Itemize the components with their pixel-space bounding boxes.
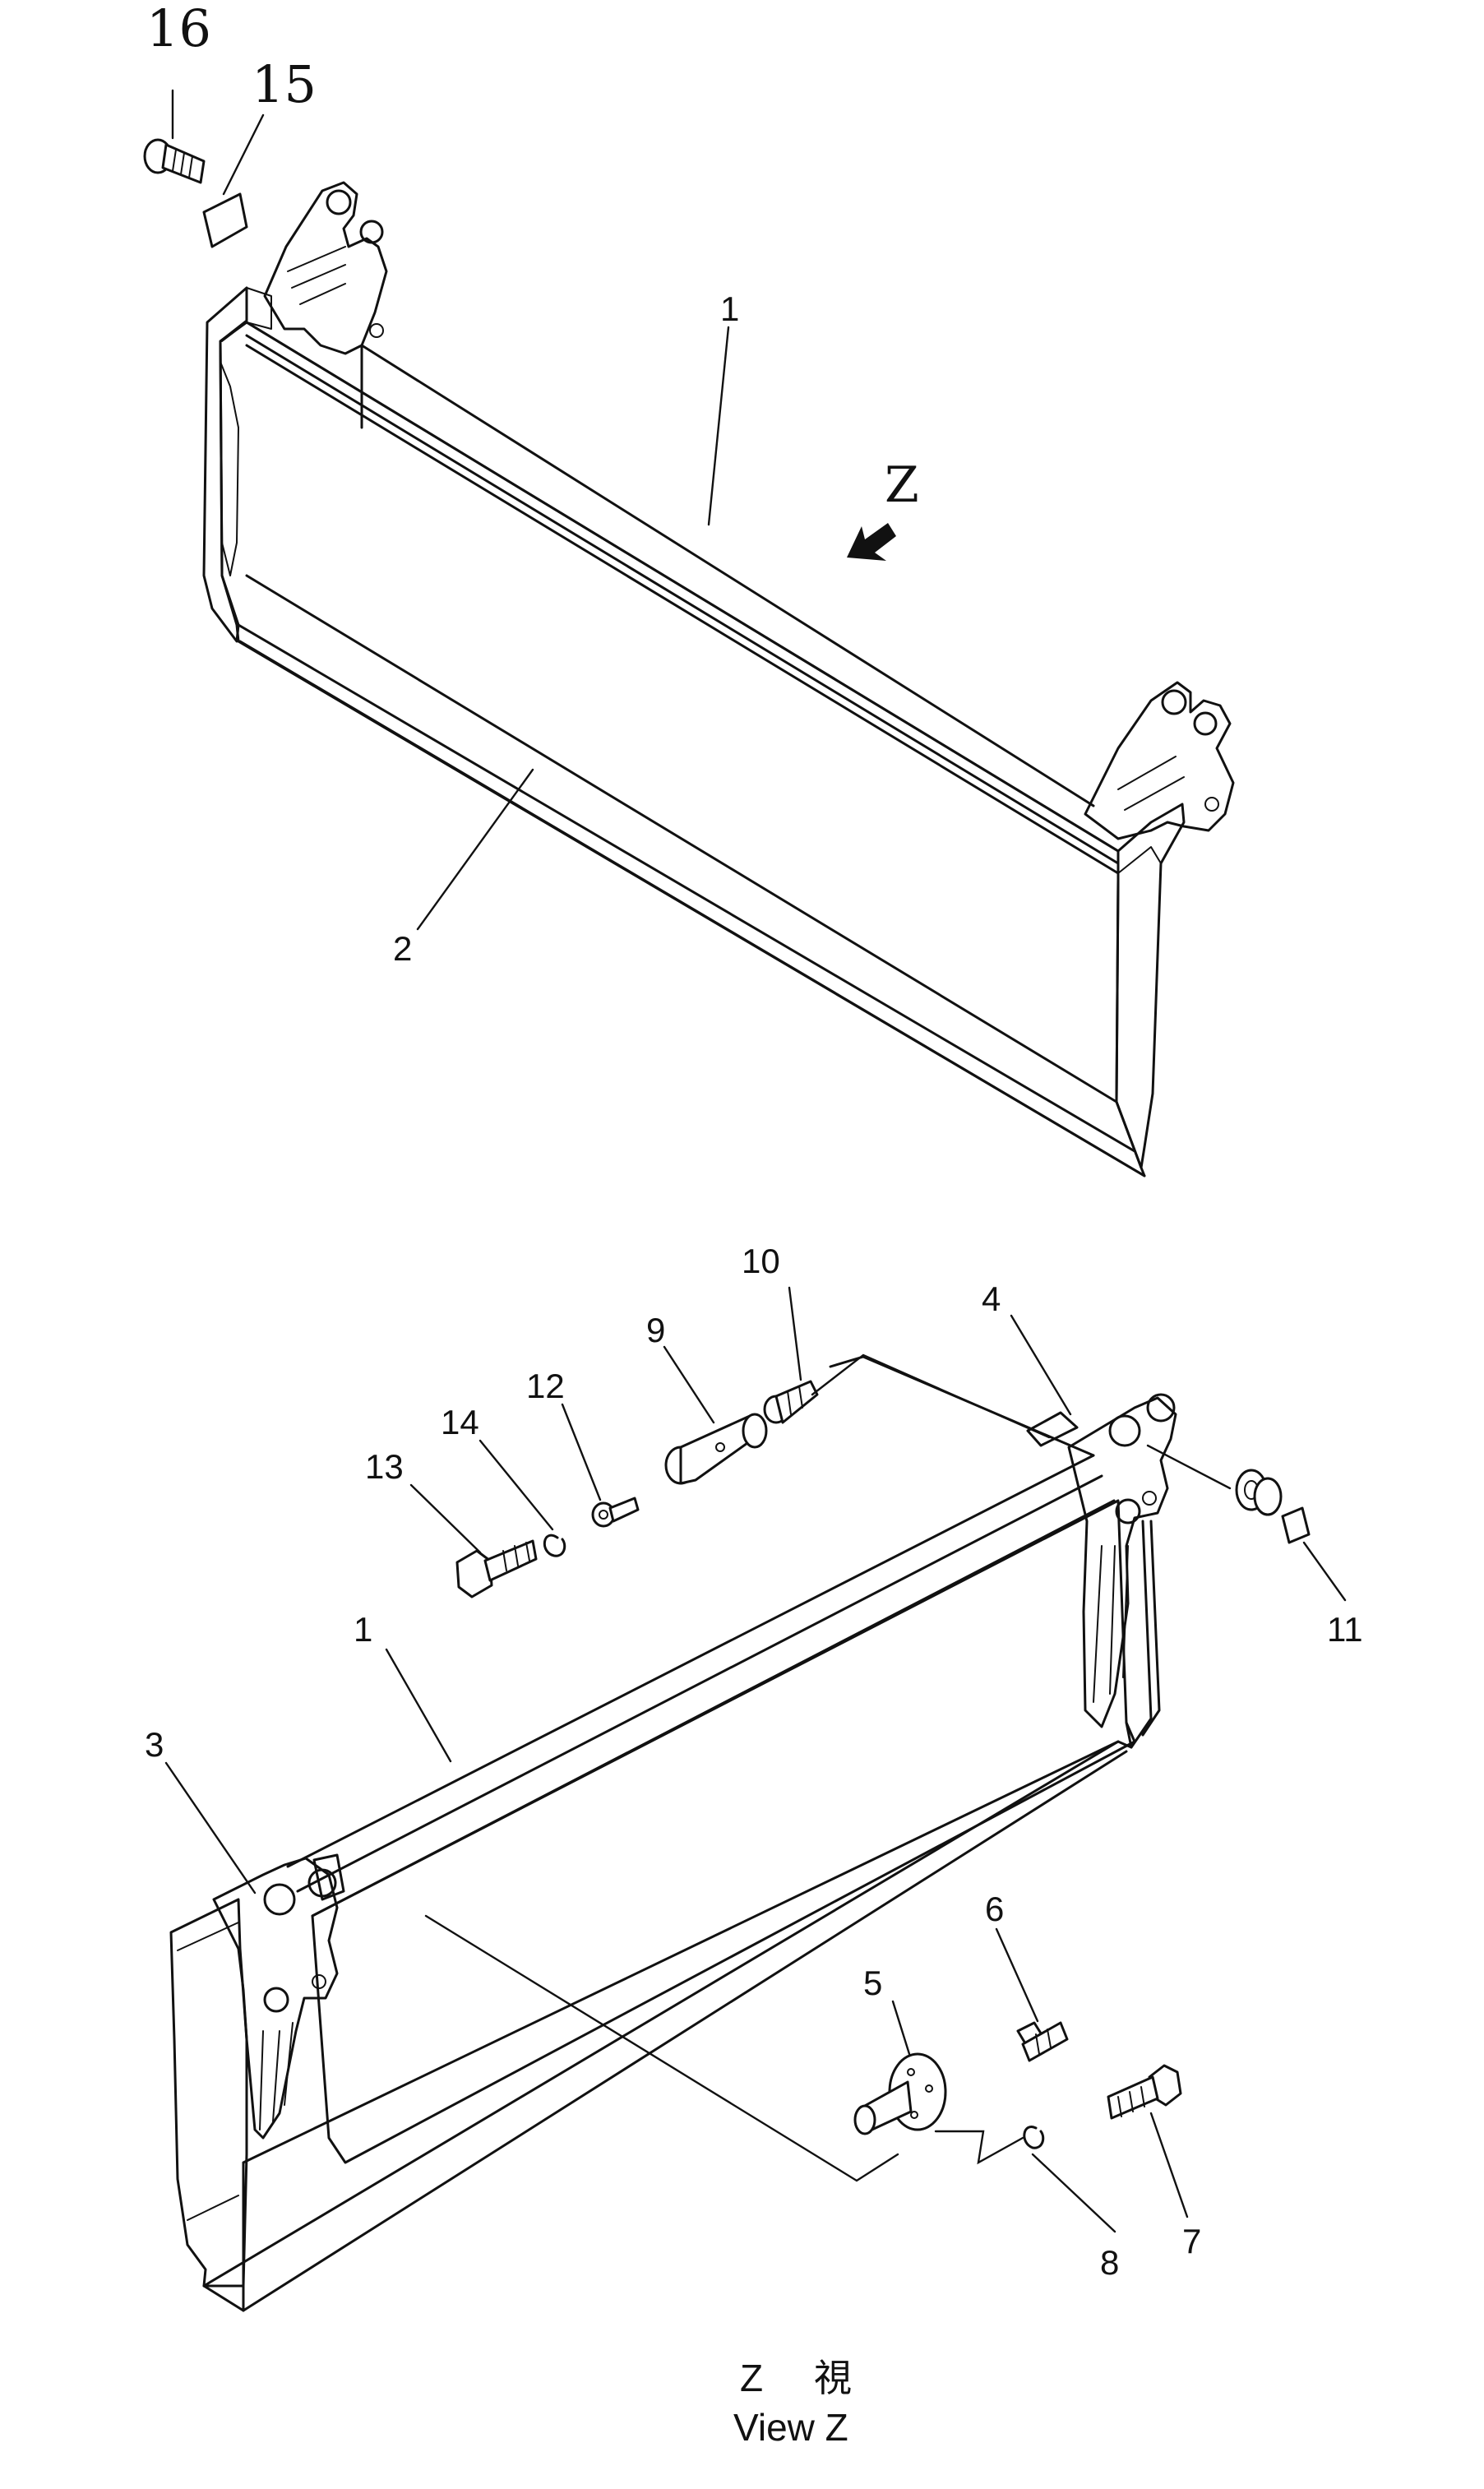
right-hinge-eye-1 xyxy=(1108,1414,1141,1447)
view-marker: Z xyxy=(885,456,919,514)
callout-5: 5 xyxy=(863,1964,882,2002)
box-bottom-edge xyxy=(202,1740,1120,2312)
callout-4: 4 xyxy=(982,1279,1001,1318)
box-top-rim xyxy=(245,321,1120,875)
box-front-panel xyxy=(242,1721,1133,2312)
leader-9 xyxy=(663,1345,715,1424)
part-7-bolt xyxy=(1107,2064,1182,2120)
box-back-upper-edge xyxy=(829,1355,1095,1457)
box-back-edge xyxy=(360,344,1095,807)
left-end-blade xyxy=(169,1898,248,2288)
callout-9: 9 xyxy=(646,1311,665,1349)
left-hinge-hole-2 xyxy=(359,220,384,244)
leader-6 xyxy=(995,1927,1039,2023)
box-bottom-lip xyxy=(237,574,1146,1177)
callout-1-top: 1 xyxy=(720,289,739,328)
callout-6: 6 xyxy=(985,1890,1004,1928)
callout-16: 16 xyxy=(146,0,211,58)
leader-11 xyxy=(1302,1541,1347,1602)
leader-5 xyxy=(891,2000,911,2056)
leader-1-top xyxy=(707,326,730,526)
view-caption: Z 視 View Z xyxy=(733,2357,852,2449)
callout-14: 14 xyxy=(441,1403,479,1441)
right-end-plate-inner xyxy=(1117,846,1162,874)
left-hinge-struts xyxy=(259,2022,294,2130)
left-hinge-assembly xyxy=(212,1857,339,2140)
left-hinge-bracket xyxy=(263,181,388,355)
left-handle-slot xyxy=(220,361,239,576)
part-10-nipple xyxy=(763,1380,819,1424)
right-hinge-bracket xyxy=(1084,681,1235,840)
left-hinge-eye-4 xyxy=(312,1974,326,1989)
callout-13: 13 xyxy=(365,1447,404,1486)
callout-10: 10 xyxy=(742,1242,780,1280)
left-hinge-eye-1 xyxy=(263,1883,296,1916)
alignment-line-lower xyxy=(424,1914,899,2182)
right-hinge-eye-4 xyxy=(1142,1491,1157,1506)
callout-15: 15 xyxy=(252,54,317,114)
caption-letter: Z xyxy=(740,2357,763,2399)
part-16-bolt xyxy=(143,138,206,184)
part-14-clip xyxy=(543,1534,566,1557)
left-hinge-eye-3 xyxy=(263,1987,289,2013)
leader-2 xyxy=(416,768,534,931)
right-hinge-ribs xyxy=(1117,756,1185,811)
right-hinge-eye-2 xyxy=(1146,1393,1176,1423)
left-hinge-collar xyxy=(312,1853,345,1901)
leader-10 xyxy=(788,1286,802,1381)
callout-8: 8 xyxy=(1100,2243,1119,2282)
leader-7 xyxy=(1149,2112,1189,2218)
box-front-face xyxy=(219,321,1146,1177)
part-15-plate xyxy=(202,192,248,248)
right-hinge-hole-1 xyxy=(1161,689,1187,715)
right-hinge-hole-2 xyxy=(1193,711,1218,736)
right-hinge-eye-3 xyxy=(1115,1498,1141,1524)
leader-14 xyxy=(478,1439,554,1531)
callout-2: 2 xyxy=(393,929,412,968)
right-end-plate-bottom xyxy=(1130,1520,1161,1749)
part-8-clip xyxy=(1023,2126,1045,2149)
left-hinge-ribs xyxy=(287,246,346,305)
right-hinge-hole-3 xyxy=(1204,797,1219,812)
caption-kanji: 視 xyxy=(814,2357,852,2399)
caption-view-label: View Z xyxy=(733,2406,848,2449)
callout-12: 12 xyxy=(526,1367,565,1405)
leader-8 xyxy=(1031,2153,1116,2233)
part-12-pin xyxy=(591,1497,640,1528)
right-hinge-assembly xyxy=(1067,1396,1177,1728)
part-6-nipple xyxy=(1016,2021,1069,2062)
view-arrow-icon xyxy=(847,523,896,561)
left-end-blade-inner xyxy=(177,1922,239,2221)
left-hinge-hole-3 xyxy=(369,323,384,338)
right-end-plate xyxy=(1115,803,1186,1169)
part-11-washer xyxy=(1235,1469,1311,1544)
leader-12 xyxy=(561,1403,602,1501)
callout-7: 7 xyxy=(1182,2222,1201,2260)
box-top-face xyxy=(311,1499,1136,2164)
right-top-tab xyxy=(1026,1411,1079,1447)
leader-13 xyxy=(409,1483,482,1554)
right-hinge-struts xyxy=(1093,1545,1129,1703)
callout-11: 11 xyxy=(1327,1610,1363,1649)
part-5-pin xyxy=(853,2052,947,2135)
part-13-bolt xyxy=(455,1539,538,1598)
leader-3 xyxy=(164,1761,257,1895)
leader-1-bottom xyxy=(385,1648,452,1763)
leader-4 xyxy=(1010,1314,1072,1416)
part-9-sleeve xyxy=(664,1413,768,1485)
callout-labels: 16 15 1 Z 2 10 4 9 12 14 13 1 11 3 6 5 7… xyxy=(145,0,1363,2282)
callout-3: 3 xyxy=(145,1725,164,1764)
alignment-line-clip xyxy=(934,2130,1024,2165)
alignment-line-upper xyxy=(811,1353,1051,1439)
bottom-assembly xyxy=(164,1286,1347,2312)
callout-1-bottom: 1 xyxy=(354,1610,372,1649)
left-hinge-hole-1 xyxy=(326,189,352,215)
tube-upper xyxy=(286,1454,1116,1918)
top-assembly xyxy=(143,89,1235,1177)
alignment-line-right xyxy=(1146,1444,1232,1490)
leader-15 xyxy=(222,113,265,196)
